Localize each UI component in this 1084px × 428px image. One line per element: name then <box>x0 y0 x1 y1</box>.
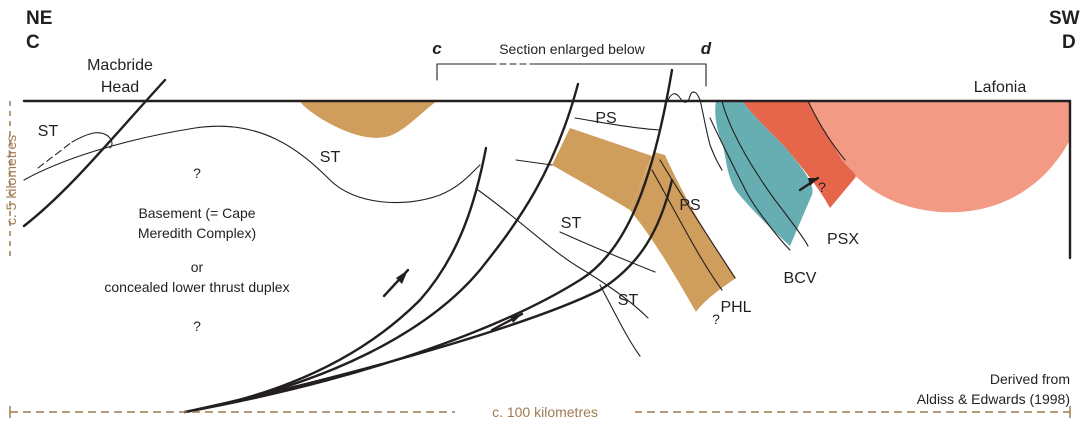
ps-label-b: PS <box>679 197 700 214</box>
horizontal-scale-label: c. 100 kilometres <box>492 404 598 420</box>
ne-label: NE <box>26 8 52 29</box>
thrust-fault-e <box>183 68 674 414</box>
macbride-label: Macbride <box>87 57 153 74</box>
credit-line-1: Derived from <box>990 371 1070 387</box>
thrust-fault-upper <box>183 178 674 414</box>
question-mark: ? <box>818 179 826 195</box>
contact-line <box>23 125 481 204</box>
phl-label: PHL <box>720 299 751 316</box>
credit-line-2: Aldiss & Edwards (1998) <box>917 391 1070 407</box>
thrust-fault-macbride <box>22 78 167 228</box>
st-label-d: ST <box>618 292 639 309</box>
ps-label-a: PS <box>595 110 616 127</box>
vertical-scale-label: c. 5 kilometres <box>3 135 19 225</box>
lafonia-unit <box>808 101 1070 213</box>
question-mark: ? <box>712 311 720 327</box>
section-d-label: d <box>701 39 712 58</box>
or-label: or <box>191 259 204 275</box>
fold-wavy <box>667 91 701 103</box>
ps-unit-middle <box>552 128 652 210</box>
d-label: D <box>1062 32 1076 53</box>
st-label-c: ST <box>561 215 582 232</box>
st-label-b: ST <box>320 149 341 166</box>
sw-label: SW <box>1049 8 1080 29</box>
psx-unit <box>742 101 856 208</box>
section-enlarged-label: Section enlarged below <box>499 41 645 57</box>
basement-label-2: Meredith Complex) <box>138 225 256 241</box>
lafonia-label: Lafonia <box>974 79 1027 96</box>
psx-label: PSX <box>827 231 859 248</box>
section-c-label: c <box>432 39 442 58</box>
head-label: Head <box>101 79 139 96</box>
bcv-unit <box>715 101 813 246</box>
ps-unit-upper <box>300 101 437 138</box>
question-mark: ? <box>193 318 201 334</box>
basement-label-1: Basement (= Cape <box>138 205 255 221</box>
bcv-label: BCV <box>784 270 817 287</box>
question-mark: ? <box>193 165 201 181</box>
c-label: C <box>26 32 40 53</box>
st-label-a: ST <box>38 123 59 140</box>
thrust-fault-d <box>183 82 580 414</box>
section-bracket <box>436 63 491 81</box>
concealed-label: concealed lower thrust duplex <box>104 279 289 295</box>
